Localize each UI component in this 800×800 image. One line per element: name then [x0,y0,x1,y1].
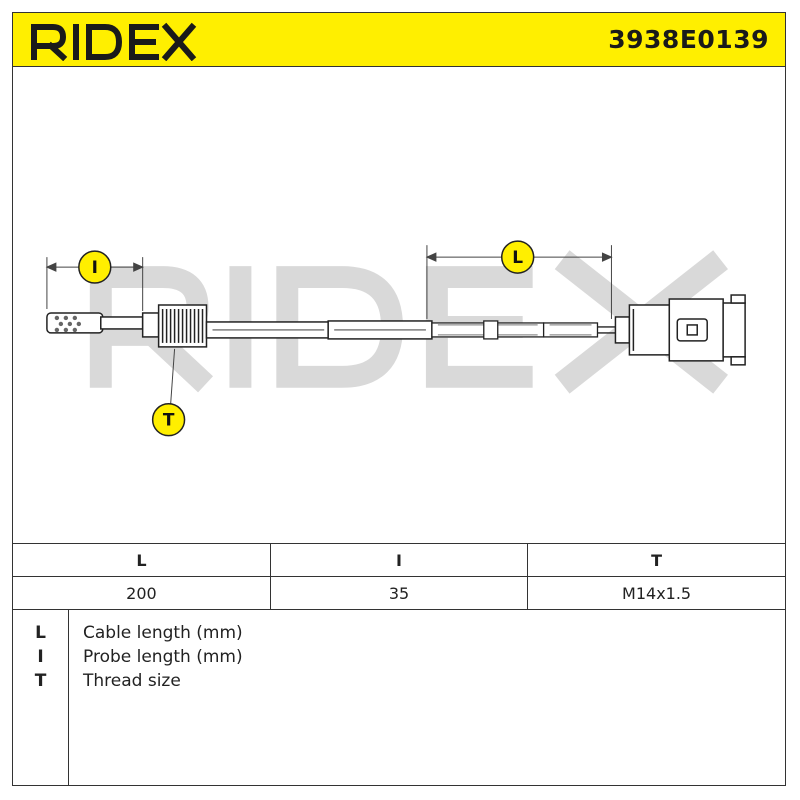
part-number: 3938E0139 [608,25,769,54]
marker-thread-label: T [163,410,175,430]
legend-text: Cable length (mm) [83,623,243,643]
datasheet: 3938E0139 [12,12,786,786]
header-bar: 3938E0139 [13,13,785,67]
legend-row: T Thread size [13,669,785,693]
value-thread-size: M14x1.5 [527,576,785,610]
marker-cable-length [500,240,535,274]
value-cable-length: 200 [13,576,271,610]
legend-key: T [34,671,47,691]
probe-tip [46,312,144,334]
legend-text: Thread size [83,671,181,691]
legend-divider [68,609,69,785]
legend-text: Probe length (mm) [83,647,243,667]
header-thread-size: T [527,543,785,577]
marker-probe-length [78,250,112,284]
marker-probe-length-label: I [92,257,98,277]
legend-row: L Cable length (mm) [13,621,785,645]
sensor-tube [205,320,433,340]
electrical-connector [614,294,746,366]
thread-leader-line [170,348,176,405]
marker-cable-length-label: L [512,247,523,267]
threaded-nut [141,304,208,348]
dimensions-header-row: L I T [13,543,785,577]
sensor-drawing: I L T [45,240,746,437]
marker-thread [151,402,186,437]
header-probe-length: I [270,543,529,577]
value-probe-length: 35 [270,576,529,610]
legend: L Cable length (mm) I Probe length (mm) … [13,609,785,785]
legend-row: I Probe length (mm) [13,645,785,669]
header-cable-length: L [13,543,271,577]
dimensions-table: L I T 200 35 M14x1.5 [13,543,785,610]
legend-key: I [37,647,44,667]
legend-key: L [35,623,46,643]
braided-cable [431,320,616,340]
dimensions-value-row: 200 35 M14x1.5 [13,576,785,610]
ridex-logo [31,22,197,61]
